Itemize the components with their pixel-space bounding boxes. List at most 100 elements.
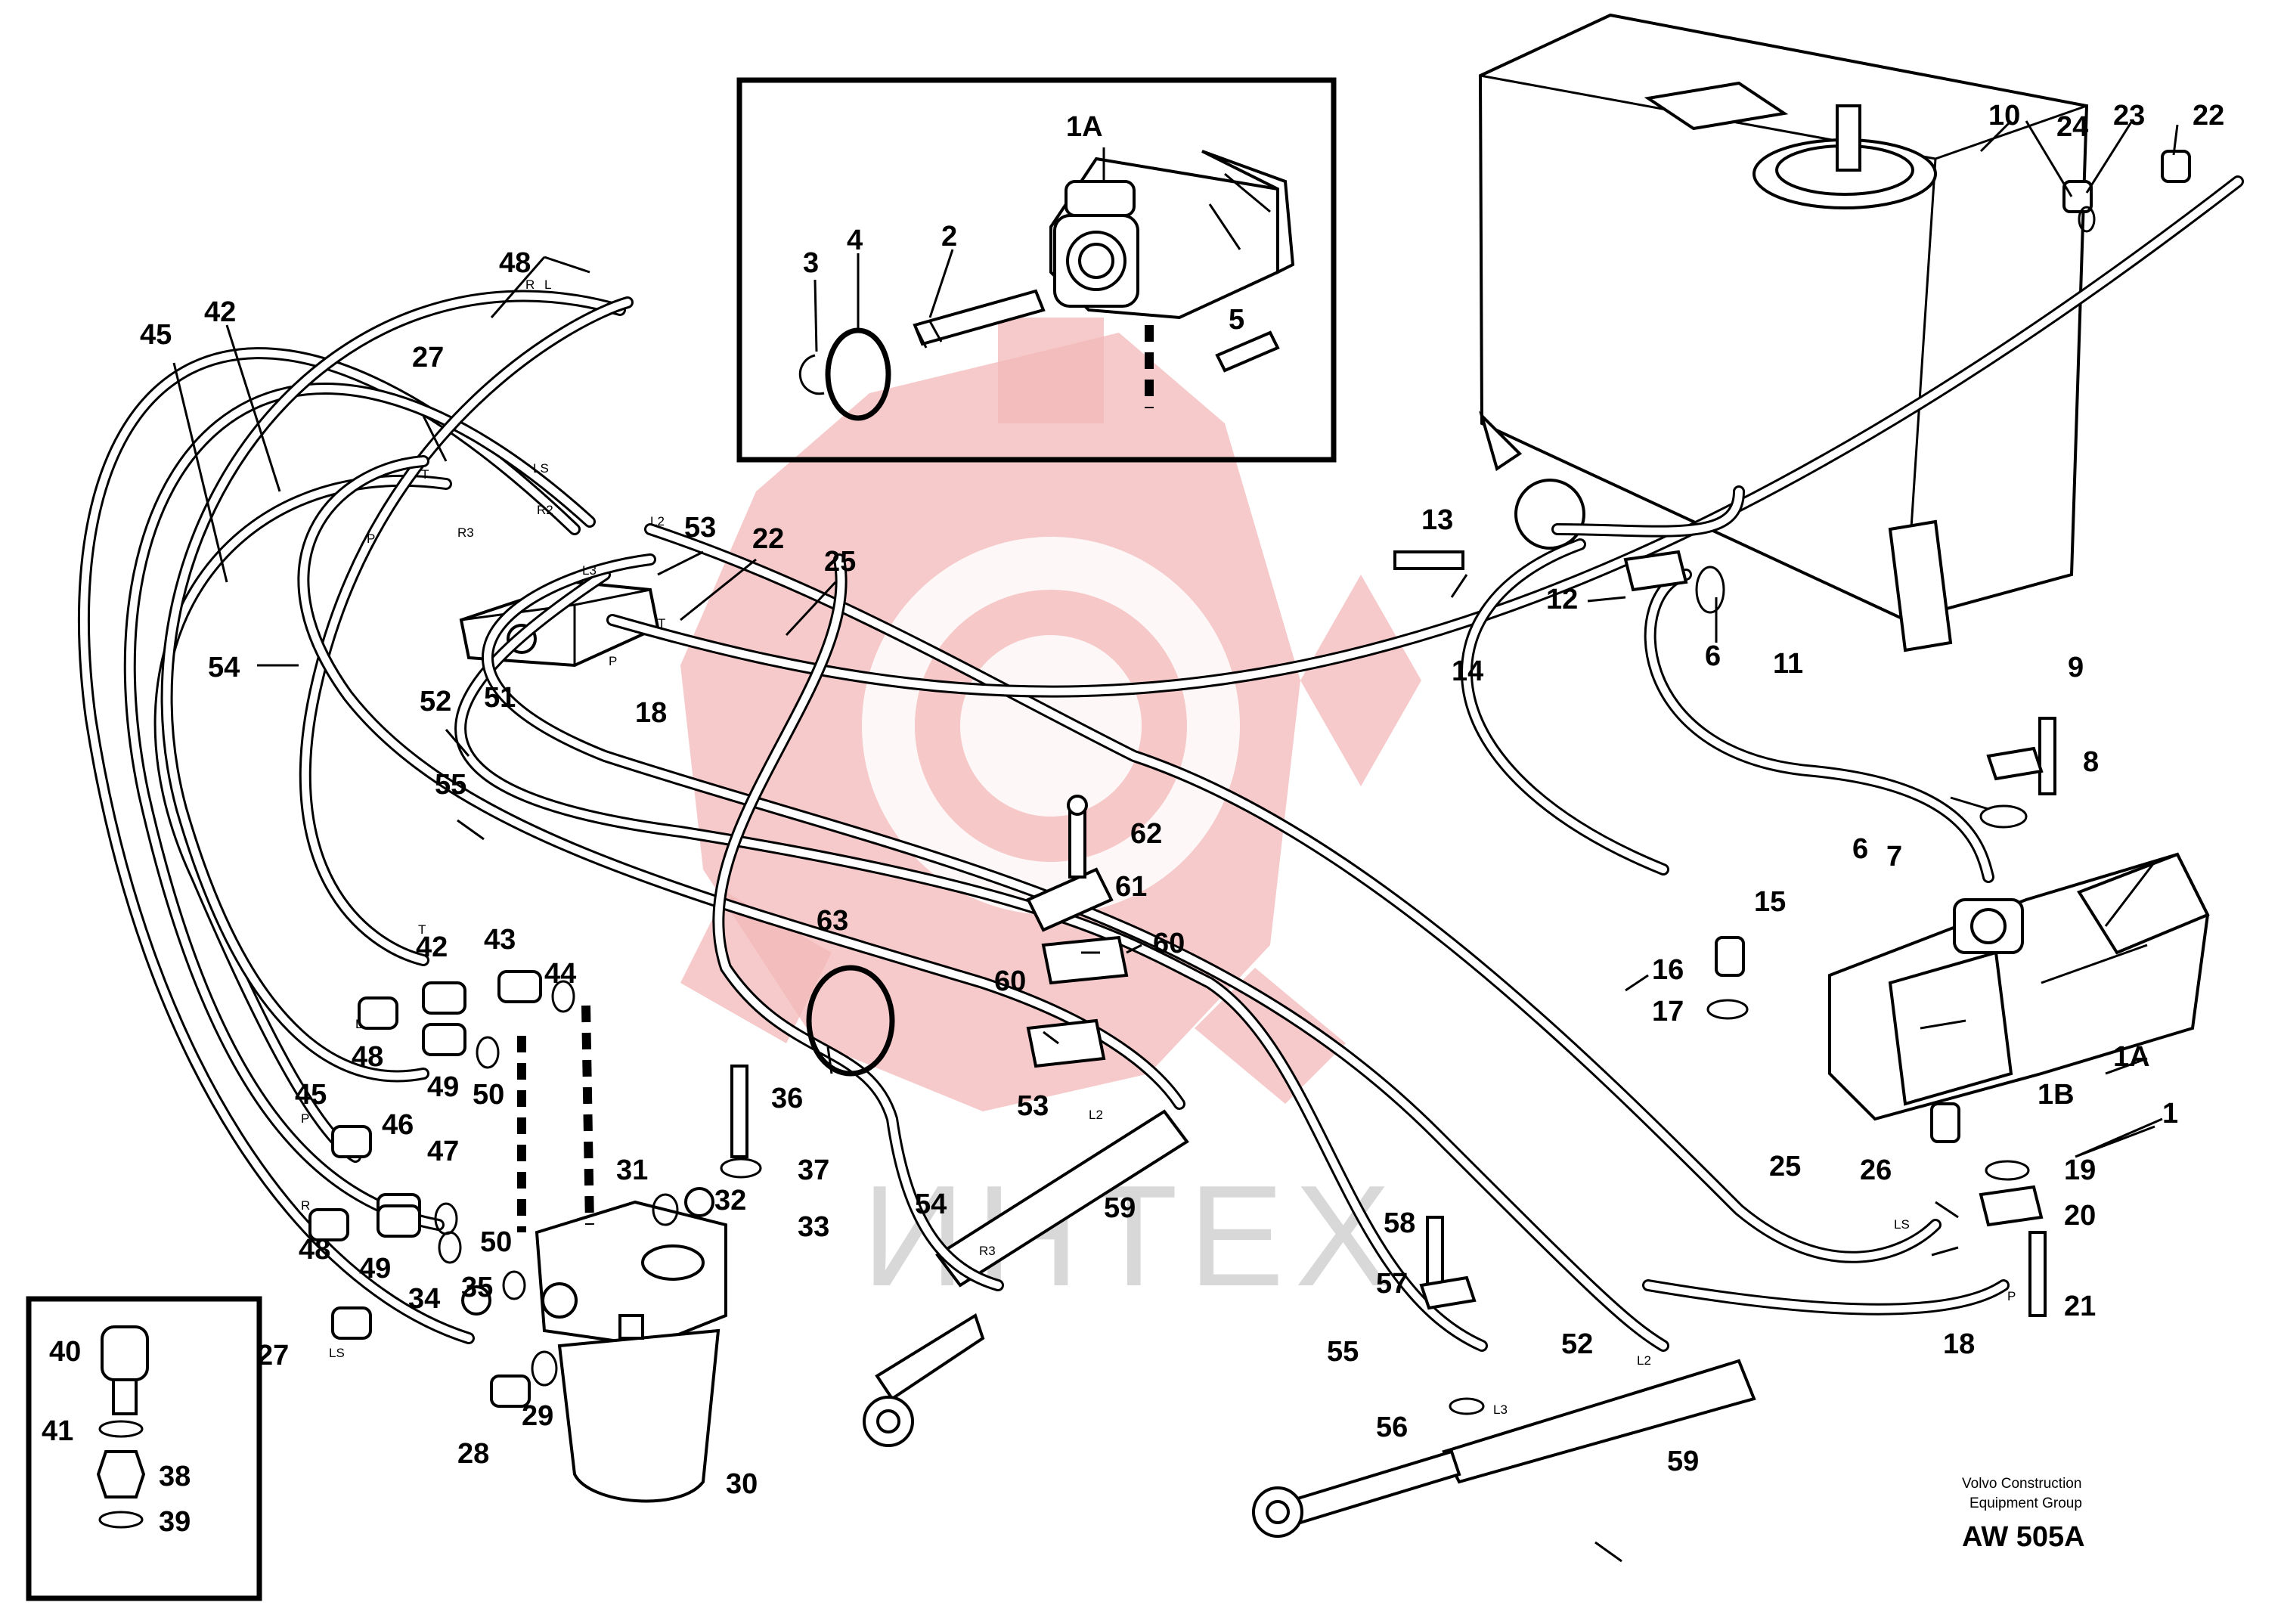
callout-59a: 59 [1104,1192,1136,1224]
callout-41: 41 [42,1415,73,1447]
clamp-block [1026,795,1129,1068]
callout-11: 11 [1773,648,1803,680]
callout-51: 51 [484,682,516,714]
callout-60a: 60 [1153,928,1185,959]
callout-45b: 45 [295,1079,327,1111]
port-label: P [301,1111,309,1126]
dash-line-right [581,1005,594,1226]
inset-screw [1215,330,1280,373]
callout-29: 29 [522,1400,553,1432]
quick-coupling-parts [96,1325,149,1529]
callout-53a: 53 [684,512,716,544]
callout-7: 7 [1886,841,1902,872]
steering-unit [535,1200,727,1503]
footer-drawing-code: AW 505A [1962,1521,2085,1553]
inset-box-quick-coupling [26,1296,262,1601]
callout-50a: 50 [473,1079,504,1111]
callout-1a-main: 1A [2113,1041,2150,1073]
port-label: LS [1894,1217,1910,1232]
callout-25b: 25 [1769,1151,1801,1182]
callout-18b: 18 [1943,1328,1975,1360]
port-label: L2 [650,514,665,528]
main-pump-assembly [1828,852,2210,1121]
inset-snap-ring [798,354,825,395]
callout-43: 43 [484,924,516,956]
port-label: R [301,1198,310,1213]
port-label: L3 [582,563,597,578]
callout-57: 57 [1376,1268,1408,1300]
port-label: L2 [1089,1108,1103,1122]
port-label: R2 [537,503,553,517]
callout-20: 20 [2064,1200,2096,1232]
callout-25a: 25 [824,546,856,578]
callout-53b: 53 [1017,1090,1049,1122]
callout-45a: 45 [140,319,172,351]
callout-15: 15 [1754,886,1786,918]
callout-6a: 6 [1705,640,1721,672]
callout-21: 21 [2064,1291,2096,1322]
callout-35: 35 [461,1272,493,1303]
callout-47: 47 [427,1136,459,1167]
callout-55a: 55 [435,769,466,801]
callout-24: 24 [2056,111,2088,143]
steering-cylinder-right [1252,1359,1756,1538]
callout-26: 26 [1860,1154,1892,1186]
callout-48c: 48 [299,1234,330,1266]
callout-2: 2 [941,221,957,253]
callout-40: 40 [49,1336,81,1368]
port-label: L [544,277,551,292]
callout-10: 10 [1988,100,2020,132]
port-label: R3 [979,1244,996,1258]
callout-49b: 49 [359,1253,391,1285]
port-label: T [421,467,429,482]
callout-19: 19 [2064,1154,2096,1186]
callout-60b: 60 [994,965,1026,997]
inset-shaft [913,289,1046,349]
callout-1a-inset: 1A [1066,111,1103,143]
callout-46: 46 [382,1109,414,1141]
callout-38: 38 [159,1461,191,1492]
port-label: R [525,277,535,292]
callout-27b: 27 [257,1340,289,1371]
callout-55b: 55 [1327,1336,1359,1368]
callout-42a: 42 [204,296,236,328]
callout-44: 44 [544,958,576,990]
callout-13: 13 [1421,504,1453,536]
callout-33: 33 [798,1211,829,1243]
callout-50b: 50 [480,1226,512,1258]
port-label: LS [329,1346,345,1360]
callout-9: 9 [2068,652,2084,683]
callout-61: 61 [1115,871,1147,903]
callout-36: 36 [771,1083,803,1114]
callout-39: 39 [159,1506,191,1538]
callout-30: 30 [726,1468,758,1500]
callout-22a: 22 [752,523,784,555]
steering-cylinder-left [863,1109,1189,1447]
callout-62: 62 [1130,818,1162,850]
leader-lines [172,119,2179,1563]
callout-12: 12 [1546,584,1578,615]
callout-5: 5 [1229,304,1244,336]
footer-company-line1: Volvo Construction [1962,1476,2081,1492]
hose-clamp-63 [806,965,895,1077]
port-label: L3 [1493,1402,1508,1417]
callout-28: 28 [457,1438,489,1470]
callout-4: 4 [847,225,863,256]
callout-48a: 48 [499,247,531,279]
callout-34: 34 [408,1283,440,1315]
callout-23: 23 [2113,100,2145,132]
port-labels: R L LS T P R3 R2 L2 L3 T P T L P R LS L2… [301,277,2016,1417]
callout-31: 31 [616,1154,648,1186]
callout-32: 32 [714,1185,746,1216]
port-label: R3 [457,525,474,540]
callout-56: 56 [1376,1412,1408,1443]
inset-box-pump-detail [736,77,1337,463]
callout-63: 63 [817,905,848,937]
port-label: T [658,616,665,631]
port-label: L [355,1017,362,1031]
callout-52b: 52 [1561,1328,1593,1360]
port-label: P [2007,1289,2016,1303]
hose-bundle [77,175,2244,1352]
callout-49a: 49 [427,1071,459,1103]
